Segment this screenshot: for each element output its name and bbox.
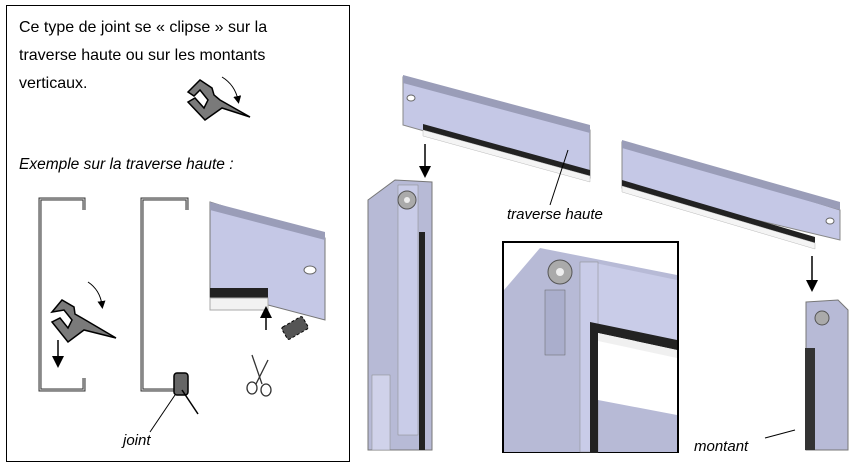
example-heading: Exemple sur la traverse haute : <box>19 156 234 173</box>
top-beam-left <box>402 75 591 206</box>
scissors-icon <box>246 354 272 397</box>
traverse-haute-label: traverse haute <box>507 206 603 223</box>
corner-detail-inset <box>502 241 679 453</box>
beam-detail <box>209 201 326 340</box>
left-post <box>367 179 433 451</box>
profile-with-seal <box>140 197 199 433</box>
profile-without-seal <box>38 197 117 392</box>
intro-text: Ce type de joint se « clipse » sur la tr… <box>19 19 268 92</box>
montant-label: montant <box>694 438 749 455</box>
right-post <box>764 299 849 451</box>
top-beam-right <box>621 140 841 292</box>
joint-label: joint <box>123 432 151 449</box>
instruction-panel <box>6 5 350 462</box>
clip-seal-icon <box>186 76 251 121</box>
